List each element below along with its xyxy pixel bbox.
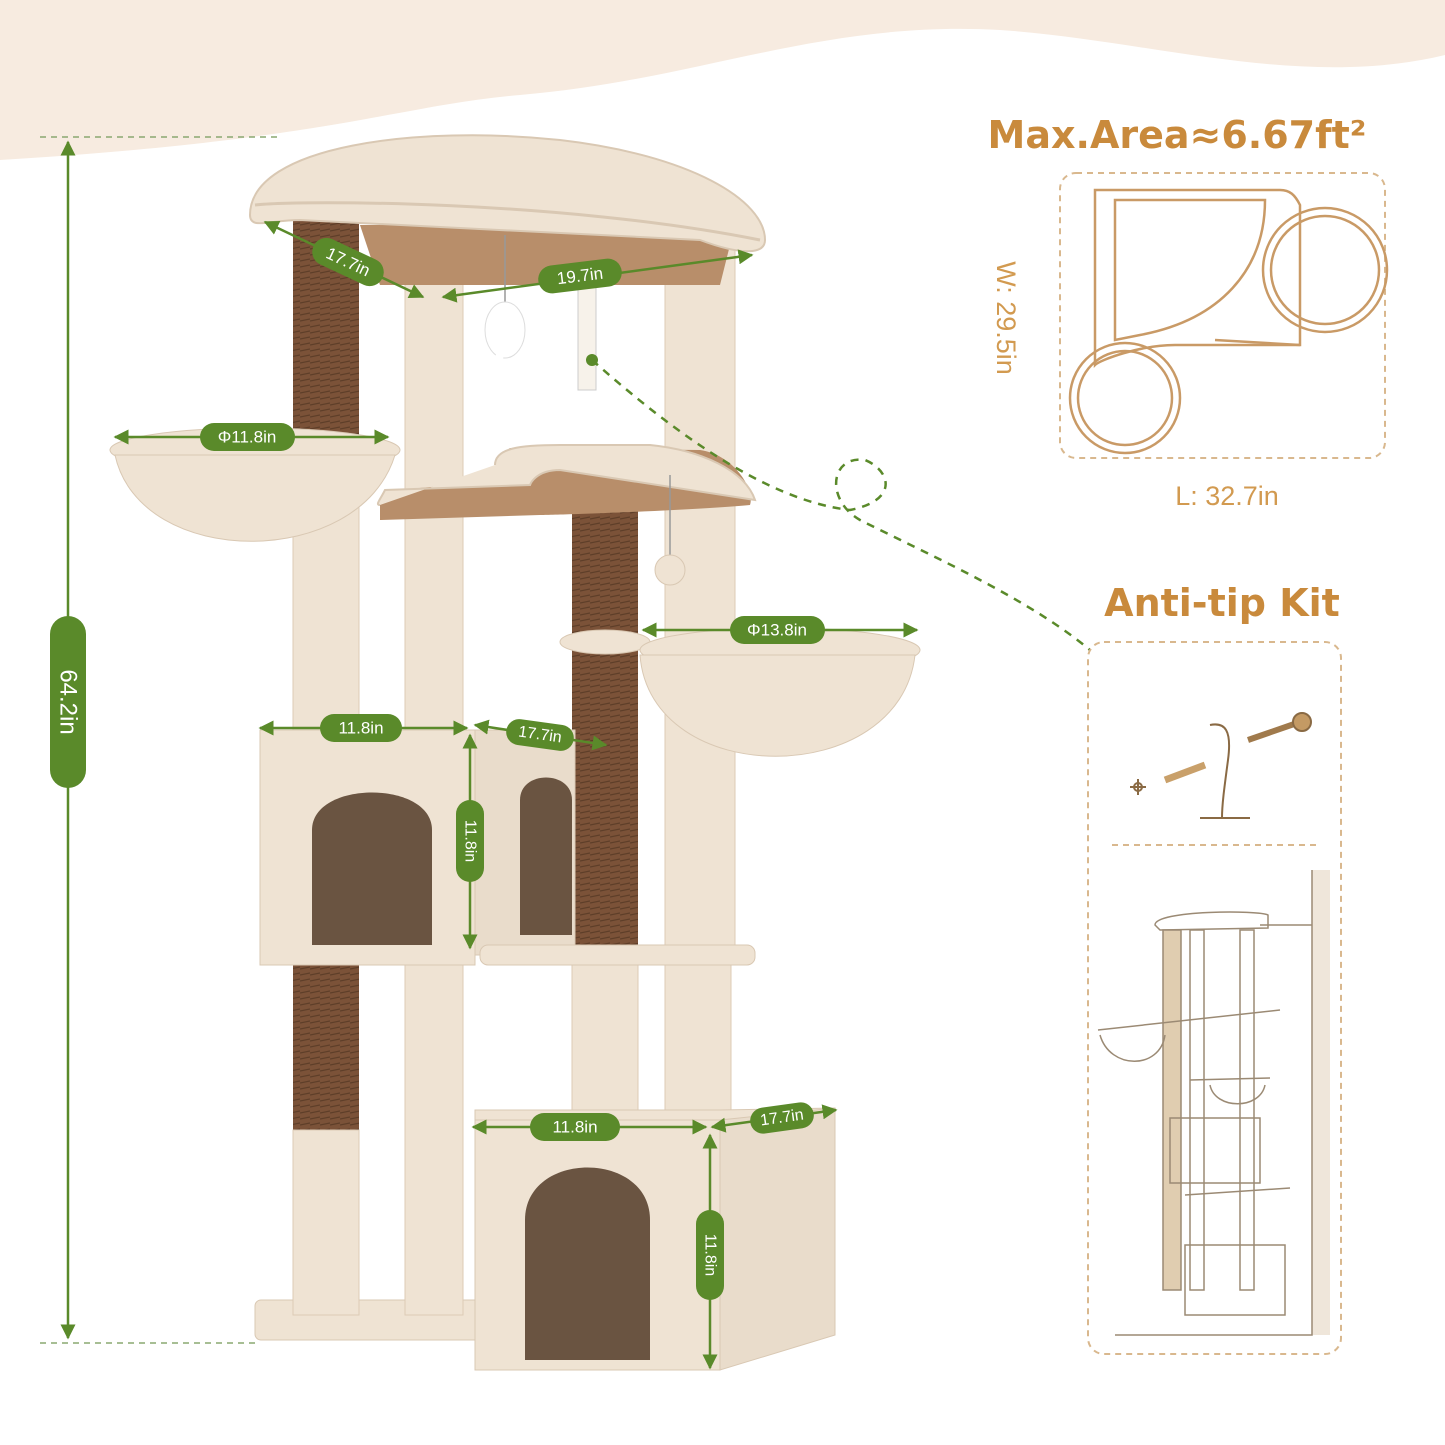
- left-basket-label: Φ11.8in: [218, 428, 277, 447]
- mid-condo-side-door: [520, 777, 572, 935]
- post-right-back-upper: [664, 239, 736, 961]
- mid-condo-depth-pill: [506, 719, 574, 751]
- hanging-ball: [654, 554, 686, 586]
- height-label: 64.2in: [55, 669, 82, 734]
- mouse-toy-tail: [491, 353, 504, 413]
- cat-tree: [109, 134, 921, 1371]
- mid-condo-depth-label: 17.7in: [517, 724, 563, 747]
- left-basket-bowl: [114, 454, 396, 542]
- kit-title: Anti-tip Kit: [1104, 581, 1340, 625]
- base-condo-depth-label: 17.7in: [759, 1107, 805, 1130]
- right-basket-bowl: [639, 654, 916, 757]
- mid-condo-height-pill: [456, 800, 484, 882]
- mini-tree-diagram: [1097, 870, 1330, 1336]
- base-condo-depth-pill: [750, 1102, 814, 1134]
- base-condo-width-pill: [530, 1113, 620, 1141]
- mid-condo-door: [312, 792, 432, 945]
- right-basket-pill: [730, 616, 825, 644]
- middle-platform-top: [376, 444, 757, 506]
- post-left-sisal-low: [293, 958, 359, 1138]
- connector-dot: [586, 354, 598, 366]
- hanging-strap: [577, 284, 597, 391]
- post-mid-lower: [571, 959, 639, 1111]
- dashed-connector: [591, 359, 1091, 651]
- anti-tip-section: Anti-tip Kit: [1087, 581, 1342, 1355]
- post-center-lower: [404, 954, 464, 1316]
- height-pill: [50, 616, 86, 788]
- area-diagram-frame: [1059, 172, 1386, 459]
- mid-condo-width-label: 11.8in: [338, 719, 383, 738]
- post-left-plush-base: [292, 1129, 360, 1316]
- area-section: Max.Area≈6.67ft² W: 29.5in L: 32.7in: [988, 113, 1389, 511]
- right-basket-collar: [559, 629, 651, 655]
- base-condo-door: [525, 1167, 650, 1360]
- left-basket-pill: [200, 423, 295, 451]
- length-label: L: 32.7in: [1175, 481, 1279, 511]
- area-title: Max.Area≈6.67ft²: [988, 113, 1367, 157]
- post-mid-sisal: [572, 460, 638, 960]
- post-right-back-lower: [664, 959, 732, 1111]
- background-wave: [0, 0, 1445, 160]
- dimension-labels: 64.2in 17.7in 19.7in Φ11.8in Φ13.8in 11.…: [50, 237, 825, 1300]
- mouse-toy: [484, 301, 526, 359]
- wall-mark-icon: [1130, 779, 1146, 795]
- mid-condo-width-pill: [320, 714, 402, 742]
- base-condo-width-label: 11.8in: [552, 1118, 597, 1137]
- base-condo-height-pill: [696, 1210, 724, 1300]
- kit-frame: [1087, 641, 1342, 1355]
- screw-head-icon: [1292, 712, 1312, 732]
- top-perch-rim: [254, 201, 761, 242]
- base-condo-side: [719, 1107, 836, 1371]
- wall-hatch: [1312, 870, 1330, 1335]
- footprint-outline: [1068, 188, 1389, 455]
- bracket-icon: [1200, 723, 1250, 819]
- top-depth-pill: [312, 237, 384, 287]
- base-condo-height-label: 11.8in: [702, 1234, 719, 1276]
- width-label: W: 29.5in: [991, 261, 1021, 375]
- anti-tip-hardware: [1130, 712, 1312, 819]
- mid-condo-height-label: 11.8in: [462, 820, 479, 862]
- top-width-pill: [538, 258, 622, 294]
- mid-condo-floor-platform: [479, 944, 756, 966]
- right-basket-label: Φ13.8in: [747, 621, 807, 640]
